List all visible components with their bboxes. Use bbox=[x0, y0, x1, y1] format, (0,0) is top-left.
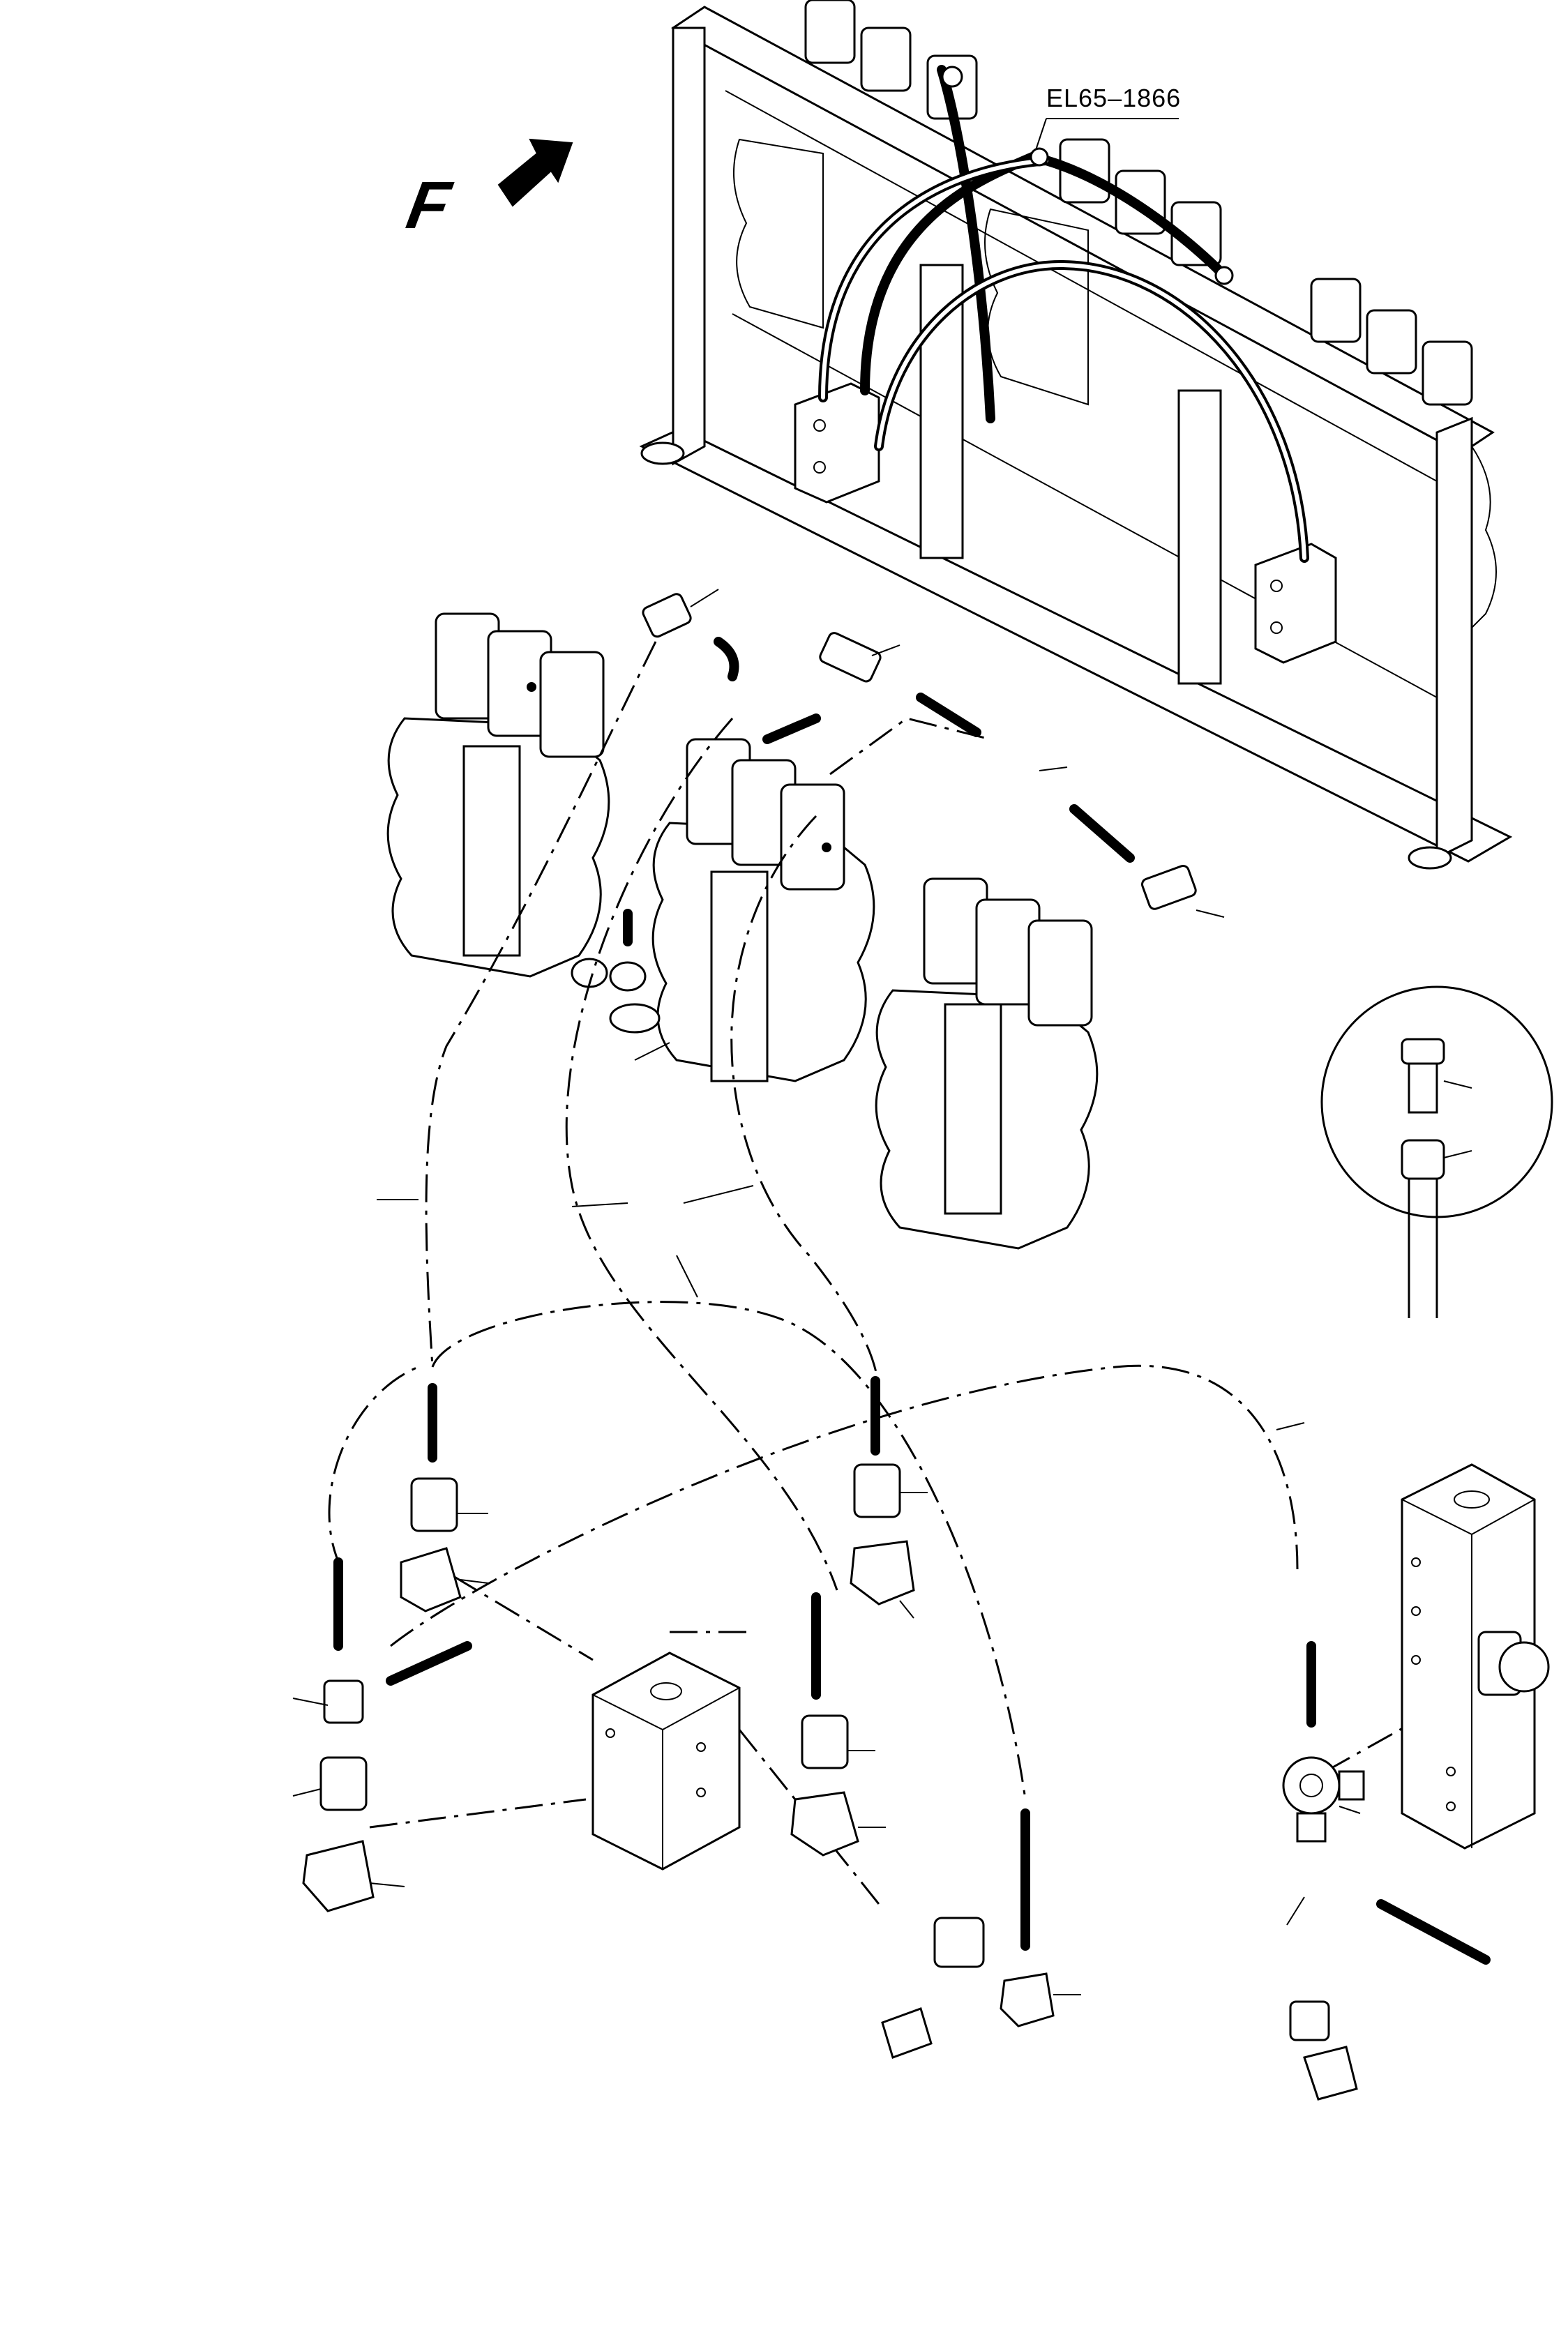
fitting-nuts bbox=[319, 1463, 1330, 2041]
detail-inset bbox=[1320, 985, 1553, 1318]
control-valve-1 bbox=[386, 612, 610, 978]
tee-fitting bbox=[1282, 1756, 1365, 1843]
valve-fittings bbox=[571, 593, 1197, 1034]
valve-mount-block bbox=[1401, 1463, 1550, 1850]
frame-assembly bbox=[639, 0, 1513, 870]
lower-hose-ends bbox=[333, 1376, 1491, 1965]
forward-arrow-icon bbox=[497, 138, 573, 207]
control-valve-3 bbox=[875, 877, 1099, 1250]
callout-leaders bbox=[292, 589, 1361, 1995]
distribution-block bbox=[591, 1652, 741, 1871]
reference-leader bbox=[1035, 118, 1047, 151]
frame-hoses bbox=[818, 65, 1309, 563]
reference-code: EL65–1866 bbox=[1046, 84, 1182, 112]
elbow-fittings bbox=[302, 1540, 1358, 2101]
frame-valve-block-right bbox=[1254, 543, 1337, 664]
control-valve-2 bbox=[651, 738, 875, 1082]
frame-valve-block-left bbox=[794, 382, 880, 504]
